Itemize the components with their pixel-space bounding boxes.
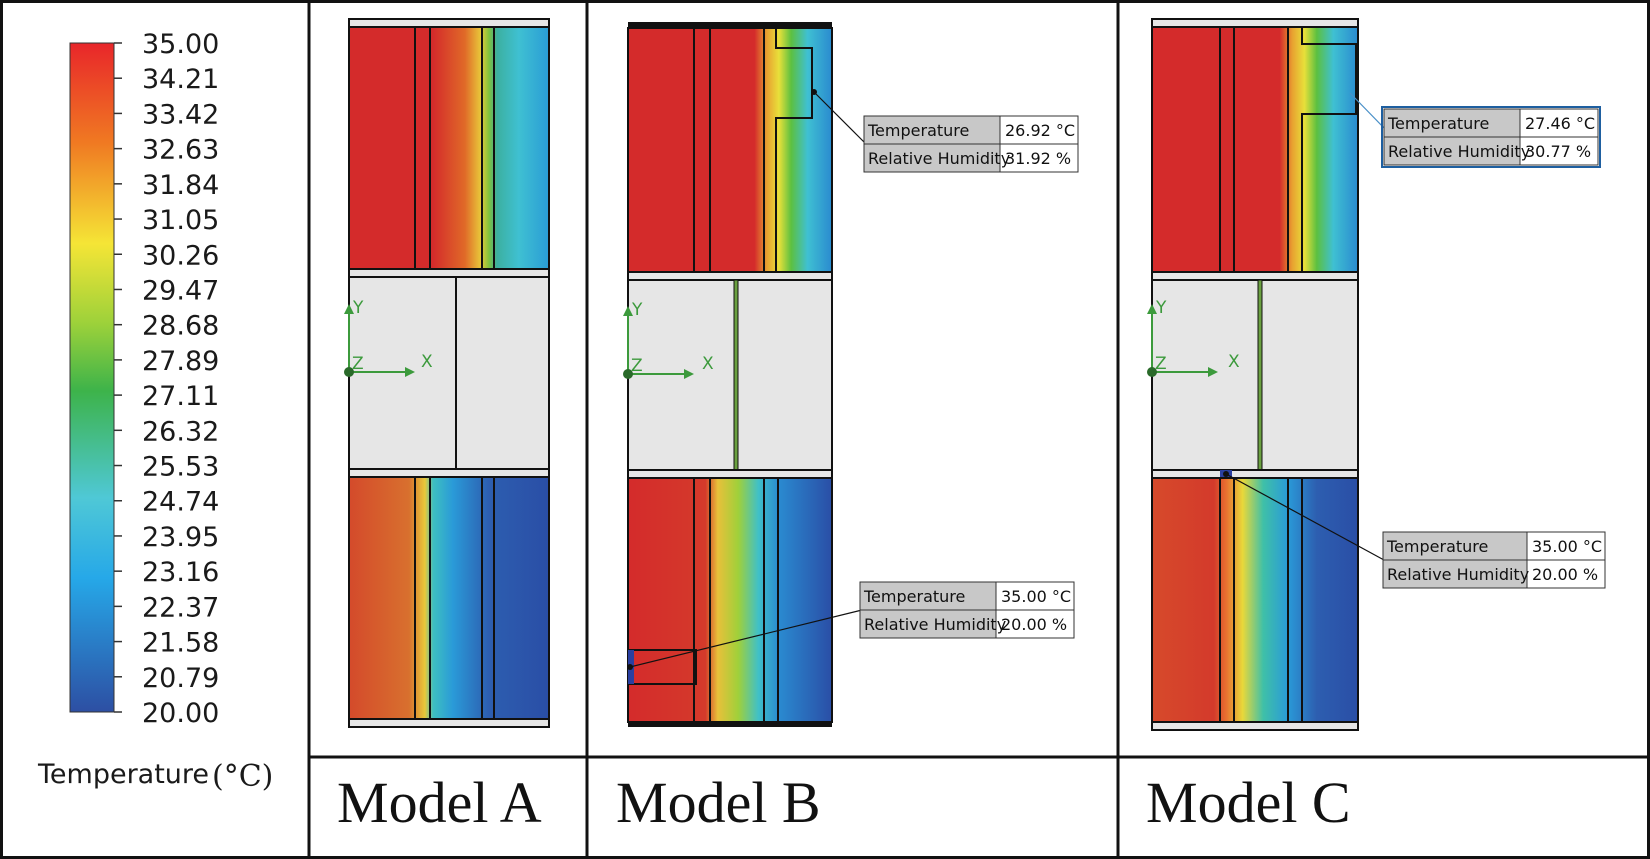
probe-rh-label: Relative Humidity bbox=[1388, 142, 1530, 161]
colorbar-tick-label: 22.37 bbox=[142, 592, 219, 623]
axis-z-label: Z bbox=[631, 356, 643, 376]
probe-temp-value: 26.92 °C bbox=[1005, 121, 1075, 140]
model-b-probe-1: Temperature 26.92 °C Relative Humidity 3… bbox=[863, 115, 1079, 173]
axis-y-label: Y bbox=[631, 300, 643, 320]
model-a-panel: X Y Z bbox=[344, 18, 550, 728]
legend-title: Temperature bbox=[37, 759, 209, 790]
probe-rh-value: 31.92 % bbox=[1005, 149, 1071, 168]
probe-temp-value: 35.00 °C bbox=[1532, 537, 1602, 556]
model-b-axes-triad: X Y Z bbox=[623, 300, 714, 379]
probe-rh-value: 20.00 % bbox=[1532, 565, 1598, 584]
colorbar-tick-label: 28.68 bbox=[142, 311, 219, 342]
colorbar-tick-label: 23.95 bbox=[142, 522, 219, 553]
model-b-label: Model B bbox=[616, 770, 821, 835]
colorbar-tick-label: 23.16 bbox=[142, 557, 219, 588]
probe-leader-line bbox=[1225, 473, 1385, 561]
temperature-legend: 35.00 34.21 33.42 32.63 31.84 31.05 30.26 29.47… bbox=[37, 29, 273, 794]
axis-x-label: X bbox=[702, 354, 714, 374]
axis-z-label: Z bbox=[1155, 354, 1167, 374]
model-b-probe-2: Temperature 35.00 °C Relative Humidity 2… bbox=[859, 581, 1075, 639]
colorbar-tick-label: 32.63 bbox=[142, 135, 219, 166]
model-a-axes-triad: X Y Z bbox=[344, 298, 433, 377]
probe-temp-label: Temperature bbox=[867, 121, 969, 140]
probe-point bbox=[1223, 471, 1229, 477]
model-b-top-block bbox=[627, 27, 833, 273]
model-b-panel: X Y Z Temperature 26.92 °C Relative Humi… bbox=[623, 22, 1079, 727]
colorbar-tick-label: 20.79 bbox=[142, 663, 219, 694]
probe-leader-line bbox=[1349, 92, 1387, 131]
probe-rh-label: Relative Humidity bbox=[1387, 565, 1529, 584]
model-a-label: Model A bbox=[337, 770, 542, 835]
probe-temp-label: Temperature bbox=[1386, 537, 1488, 556]
colorbar bbox=[69, 42, 115, 713]
probe-leader-line bbox=[629, 609, 863, 668]
model-c-bottom-block bbox=[1151, 477, 1359, 723]
model-b-bottom-block bbox=[627, 477, 833, 723]
model-c-probe-1: Temperature 27.46 °C Relative Humidity 3… bbox=[1381, 106, 1601, 168]
colorbar-ticks: 35.00 34.21 33.42 32.63 31.84 31.05 30.26 29.47… bbox=[114, 29, 219, 729]
probe-leader-line bbox=[813, 91, 867, 145]
probe-temp-label: Temperature bbox=[1387, 114, 1489, 133]
probe-temp-value: 35.00 °C bbox=[1001, 587, 1071, 606]
model-c-top-block bbox=[1151, 26, 1359, 273]
model-c-axes-triad: X Y Z bbox=[1147, 298, 1240, 377]
probe-point bbox=[627, 664, 633, 670]
probe-rh-label: Relative Humidity bbox=[864, 615, 1006, 634]
colorbar-tick-label: 31.05 bbox=[142, 205, 219, 236]
colorbar-tick-label: 35.00 bbox=[142, 29, 219, 60]
model-a-bottom-block bbox=[348, 476, 550, 720]
colorbar-tick-label: 20.00 bbox=[142, 698, 219, 729]
colorbar-tick-label: 29.47 bbox=[142, 275, 219, 306]
model-c-probe-2: Temperature 35.00 °C Relative Humidity 2… bbox=[1382, 531, 1606, 589]
model-c-panel: X Y Z Temperature 27.46 °C Relative Humi… bbox=[1147, 18, 1606, 731]
axis-y-label: Y bbox=[1155, 298, 1167, 318]
colorbar-tick-label: 34.21 bbox=[142, 64, 219, 95]
probe-rh-value: 20.00 % bbox=[1001, 615, 1067, 634]
model-c-label: Model C bbox=[1146, 770, 1351, 835]
colorbar-tick-label: 27.11 bbox=[142, 381, 219, 412]
axis-x-label: X bbox=[1228, 352, 1240, 372]
probe-temp-value: 27.46 °C bbox=[1525, 114, 1595, 133]
probe-rh-label: Relative Humidity bbox=[868, 149, 1010, 168]
axis-z-label: Z bbox=[352, 354, 364, 374]
colorbar-tick-label: 21.58 bbox=[142, 628, 219, 659]
probe-rh-value: 30.77 % bbox=[1525, 142, 1591, 161]
colorbar-tick-label: 24.74 bbox=[142, 487, 219, 518]
axis-x-label: X bbox=[421, 352, 433, 372]
model-c-mid-block bbox=[1151, 279, 1359, 471]
colorbar-tick-label: 27.89 bbox=[142, 346, 219, 377]
legend-unit: (°C) bbox=[212, 759, 273, 794]
colorbar-tick-label: 26.32 bbox=[142, 416, 219, 447]
model-a-top-block bbox=[348, 26, 550, 270]
axis-y-label: Y bbox=[352, 298, 364, 318]
colorbar-tick-label: 30.26 bbox=[142, 240, 219, 271]
probe-point bbox=[811, 89, 817, 95]
colorbar-tick-label: 25.53 bbox=[142, 452, 219, 483]
colorbar-tick-label: 31.84 bbox=[142, 170, 219, 201]
colorbar-tick-label: 33.42 bbox=[142, 99, 219, 130]
probe-temp-label: Temperature bbox=[863, 587, 965, 606]
